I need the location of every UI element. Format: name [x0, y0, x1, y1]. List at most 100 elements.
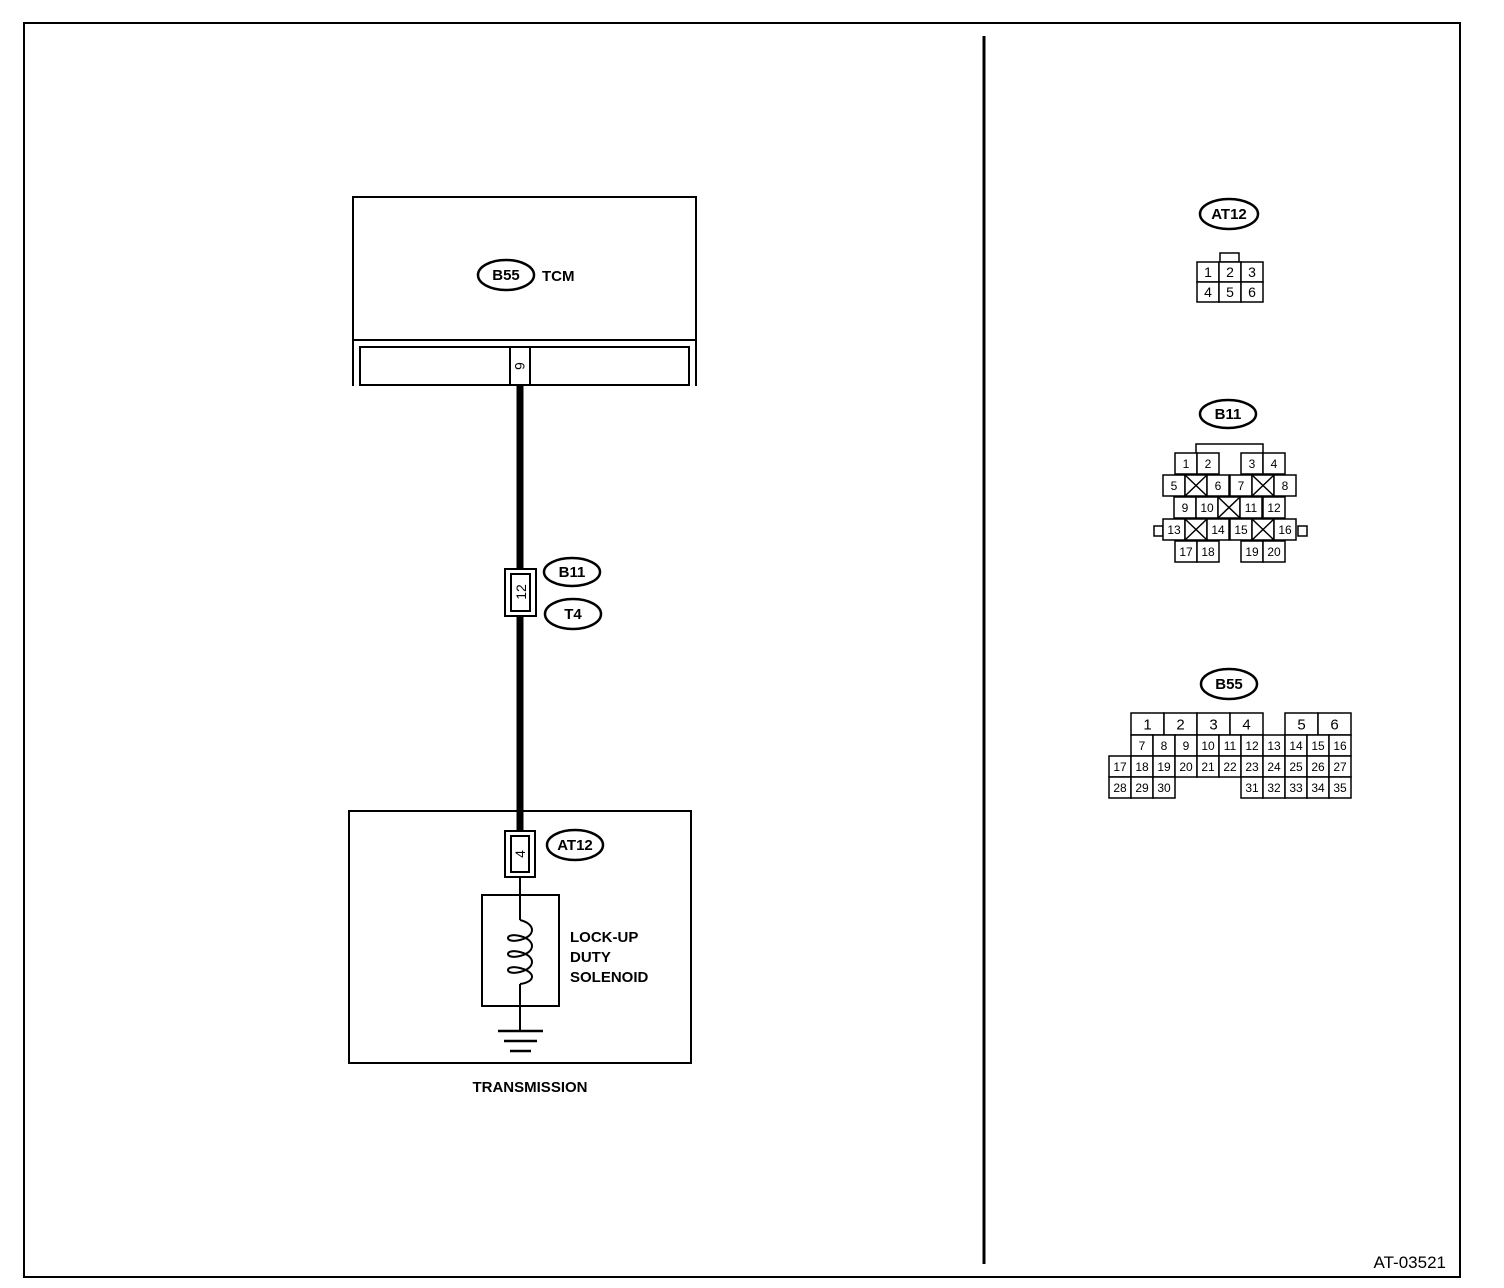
b11-pin-label: 1 [1183, 457, 1190, 471]
b55-pin-label: 6 [1330, 716, 1338, 733]
transmission-label: TRANSMISSION [472, 1079, 587, 1096]
b11-pin-cell [1206, 518, 1230, 541]
b55-pin-label: 32 [1267, 781, 1281, 795]
b55-pin-label: 28 [1113, 781, 1127, 795]
b11-pin-label: 7 [1238, 479, 1245, 493]
tcm-pin-number: 6 [512, 362, 528, 370]
b55-pin-label: 13 [1267, 739, 1281, 753]
b55-pin-label: 10 [1201, 739, 1215, 753]
b55-pin-label: 25 [1289, 760, 1303, 774]
b55-pin-label: 30 [1157, 781, 1171, 795]
b11-pin-cell [1273, 474, 1297, 497]
b55-pin-label: 16 [1333, 739, 1347, 753]
b55-pin-label: 5 [1297, 716, 1305, 733]
b11-pin-label: 15 [1234, 523, 1248, 537]
tcm-pin-box [509, 346, 531, 386]
b55-pin-label: 4 [1242, 716, 1250, 733]
b11-pin-label: 3 [1249, 457, 1256, 471]
joint-connector-badge-a [542, 556, 602, 588]
b55-pin-label: 35 [1333, 781, 1347, 795]
b55-pin-label: 23 [1245, 760, 1259, 774]
diagram-frame [23, 22, 1461, 1278]
b55-pin-label: 15 [1311, 739, 1325, 753]
b11-pin-cell [1206, 474, 1230, 497]
transmission-connector-id: AT12 [557, 837, 593, 854]
at12-pin-label: 1 [1204, 264, 1212, 280]
solenoid-label-line2: DUTY [570, 949, 611, 966]
b11-pin-label: 11 [1245, 501, 1258, 515]
transmission-connector-badge [545, 828, 605, 862]
b11-pin-label: 19 [1245, 545, 1259, 559]
b55-pin-label: 22 [1223, 760, 1237, 774]
at12-title: AT12 [1211, 206, 1247, 223]
b11-pin-label: 12 [1267, 501, 1281, 515]
solenoid-label-line3: SOLENOID [570, 969, 649, 986]
at12-pin-label: 5 [1226, 284, 1234, 300]
tcm-label: TCM [542, 268, 575, 285]
b55-pin-label: 1 [1143, 716, 1151, 733]
b11-pin-label: 8 [1282, 479, 1289, 493]
b11-pin-label: 5 [1171, 479, 1178, 493]
b55-pin-label: 17 [1113, 760, 1127, 774]
transmission-pin-number: 4 [512, 850, 528, 858]
b11-title: B11 [1215, 406, 1242, 423]
b11-pin-cell [1196, 452, 1220, 475]
b11-pin-label: 10 [1200, 501, 1214, 515]
b11-pin-label: 14 [1211, 523, 1225, 537]
b55-pin-label: 34 [1311, 781, 1325, 795]
at12-pin-label: 6 [1248, 284, 1256, 300]
b11-pin-label: 20 [1267, 545, 1281, 559]
b55-pin-label: 12 [1245, 739, 1259, 753]
b55-pin-label: 9 [1183, 739, 1190, 753]
blocked-pin-cross [1217, 496, 1241, 519]
transmission-unit: 4 AT12 LOCK-UP DUTY SOLENOID [348, 810, 692, 1064]
tcm-connector-badge [476, 258, 536, 292]
tcm-connector-id: B55 [492, 267, 520, 284]
at12-pin-label: 2 [1226, 264, 1234, 280]
blocked-pin-cross [1184, 518, 1208, 541]
b55-pin-label: 19 [1157, 760, 1171, 774]
b55-pin-label: 18 [1135, 760, 1149, 774]
b55-pin-label: 26 [1311, 760, 1325, 774]
b11-pin-cell [1196, 540, 1220, 563]
b11-pin-cell [1273, 518, 1297, 541]
b11-pin-label: 17 [1179, 545, 1193, 559]
solenoid-label-line1: LOCK-UP [570, 929, 638, 946]
b11-pin-cell [1239, 496, 1263, 519]
b55-pin-label: 33 [1289, 781, 1303, 795]
blocked-pin-cross [1251, 518, 1275, 541]
b55-pin-label: 14 [1289, 739, 1303, 753]
b11-pin-label: 9 [1182, 501, 1189, 515]
b55-pin-label: 29 [1135, 781, 1149, 795]
b11-pin-cell [1262, 496, 1286, 519]
b11-pin-label: 18 [1201, 545, 1215, 559]
b11-pin-label: 13 [1167, 523, 1181, 537]
b11-pin-label: 16 [1278, 523, 1292, 537]
blocked-pin-cross [1184, 474, 1208, 497]
b55-pin-cell [1152, 776, 1176, 799]
at12-pin-cell [1240, 281, 1264, 303]
joint-connector-id-b: T4 [564, 606, 582, 623]
b55-pin-label: 11 [1224, 739, 1237, 753]
b11-pin-cell [1262, 540, 1286, 563]
b55-pin-label: 2 [1176, 716, 1184, 733]
b55-pin-label: 3 [1209, 716, 1217, 733]
b55-pin-label: 27 [1333, 760, 1347, 774]
b55-pin-label: 7 [1139, 739, 1146, 753]
joint-connector-id-a: B11 [559, 564, 586, 581]
ground-icon [498, 1029, 543, 1053]
at12-pin-label: 3 [1248, 264, 1256, 280]
b55-pin-label: 8 [1161, 739, 1168, 753]
blocked-pin-cross [1251, 474, 1275, 497]
b55-pin-label: 24 [1267, 760, 1281, 774]
b55-pin-cell [1328, 776, 1352, 799]
tcm-unit: B55 TCM 6 [352, 196, 697, 386]
joint-connector: 12 B11 T4 [504, 556, 603, 631]
joint-pin-number: 12 [513, 584, 529, 600]
b55-pin-label: 21 [1201, 760, 1215, 774]
joint-connector-badge-b [543, 597, 603, 631]
diagram-code: AT-03521 [1374, 1253, 1446, 1272]
